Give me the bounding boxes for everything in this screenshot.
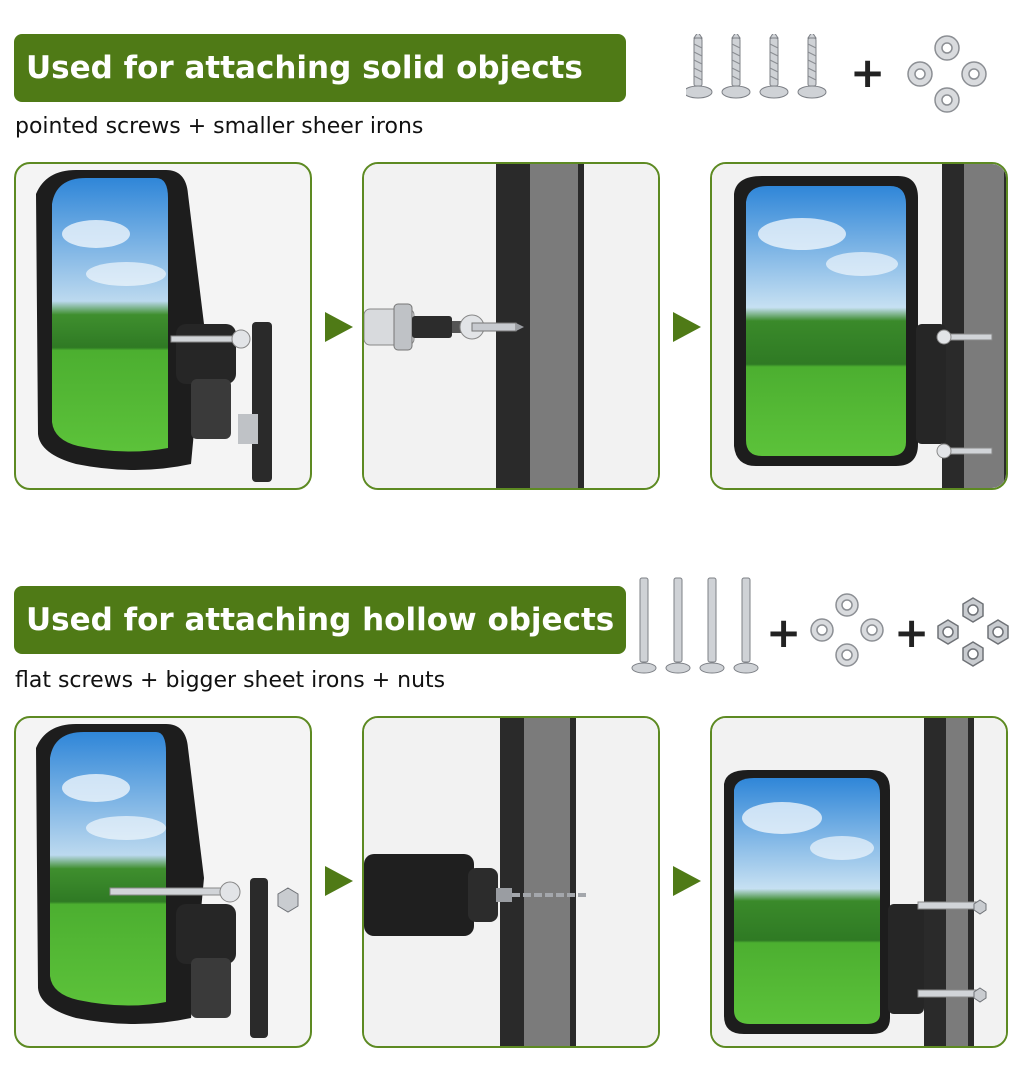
pointed-screws-hardware: [686, 34, 836, 106]
plus-sign: +: [850, 48, 886, 97]
step-1-mirror-panel: [14, 716, 312, 1048]
washers-icon: [810, 593, 884, 667]
step-3-mounted-panel: [710, 716, 1008, 1048]
mirror-with-bracket-illustration: [36, 724, 299, 1038]
washers-icon: [907, 35, 987, 113]
drill-into-wall-illustration: [364, 718, 658, 1046]
pointed-screws-icon: [686, 34, 827, 99]
step-arrow-right: [325, 866, 353, 896]
solid-objects-section: Used for attaching solid objects pointed…: [0, 0, 1024, 500]
plus-sign: +: [894, 608, 930, 657]
mounted-mirror-illustration: [712, 164, 1006, 488]
screwdriver-into-wall-illustration: [364, 164, 658, 488]
big-washers-hardware: [808, 592, 886, 668]
flat-screws-hardware: [630, 574, 760, 676]
step-2-drilling-panel: [362, 716, 660, 1048]
small-washers-hardware: [904, 34, 990, 116]
mounted-mirror-illustration: [712, 718, 1006, 1046]
nuts-icon: [937, 597, 1009, 667]
hollow-objects-title: Used for attaching hollow objects: [14, 586, 626, 654]
nuts-hardware: [936, 596, 1010, 668]
step-arrow-right: [673, 866, 701, 896]
step-3-mounted-panel: [710, 162, 1008, 490]
solid-objects-title: Used for attaching solid objects: [14, 34, 626, 102]
hollow-objects-subtitle: flat screws + bigger sheet irons + nuts: [15, 668, 446, 693]
plus-sign: +: [766, 608, 802, 657]
step-1-mirror-panel: [14, 162, 312, 490]
flat-screws-icon: [631, 577, 759, 674]
mirror-with-bracket-illustration: [36, 170, 272, 482]
step-arrow-right: [325, 312, 353, 342]
step-arrow-right: [673, 312, 701, 342]
hollow-objects-section: Used for attaching hollow objects flat s…: [0, 560, 1024, 1088]
step-2-screwing-panel: [362, 162, 660, 490]
solid-objects-subtitle: pointed screws + smaller sheer irons: [15, 114, 424, 139]
